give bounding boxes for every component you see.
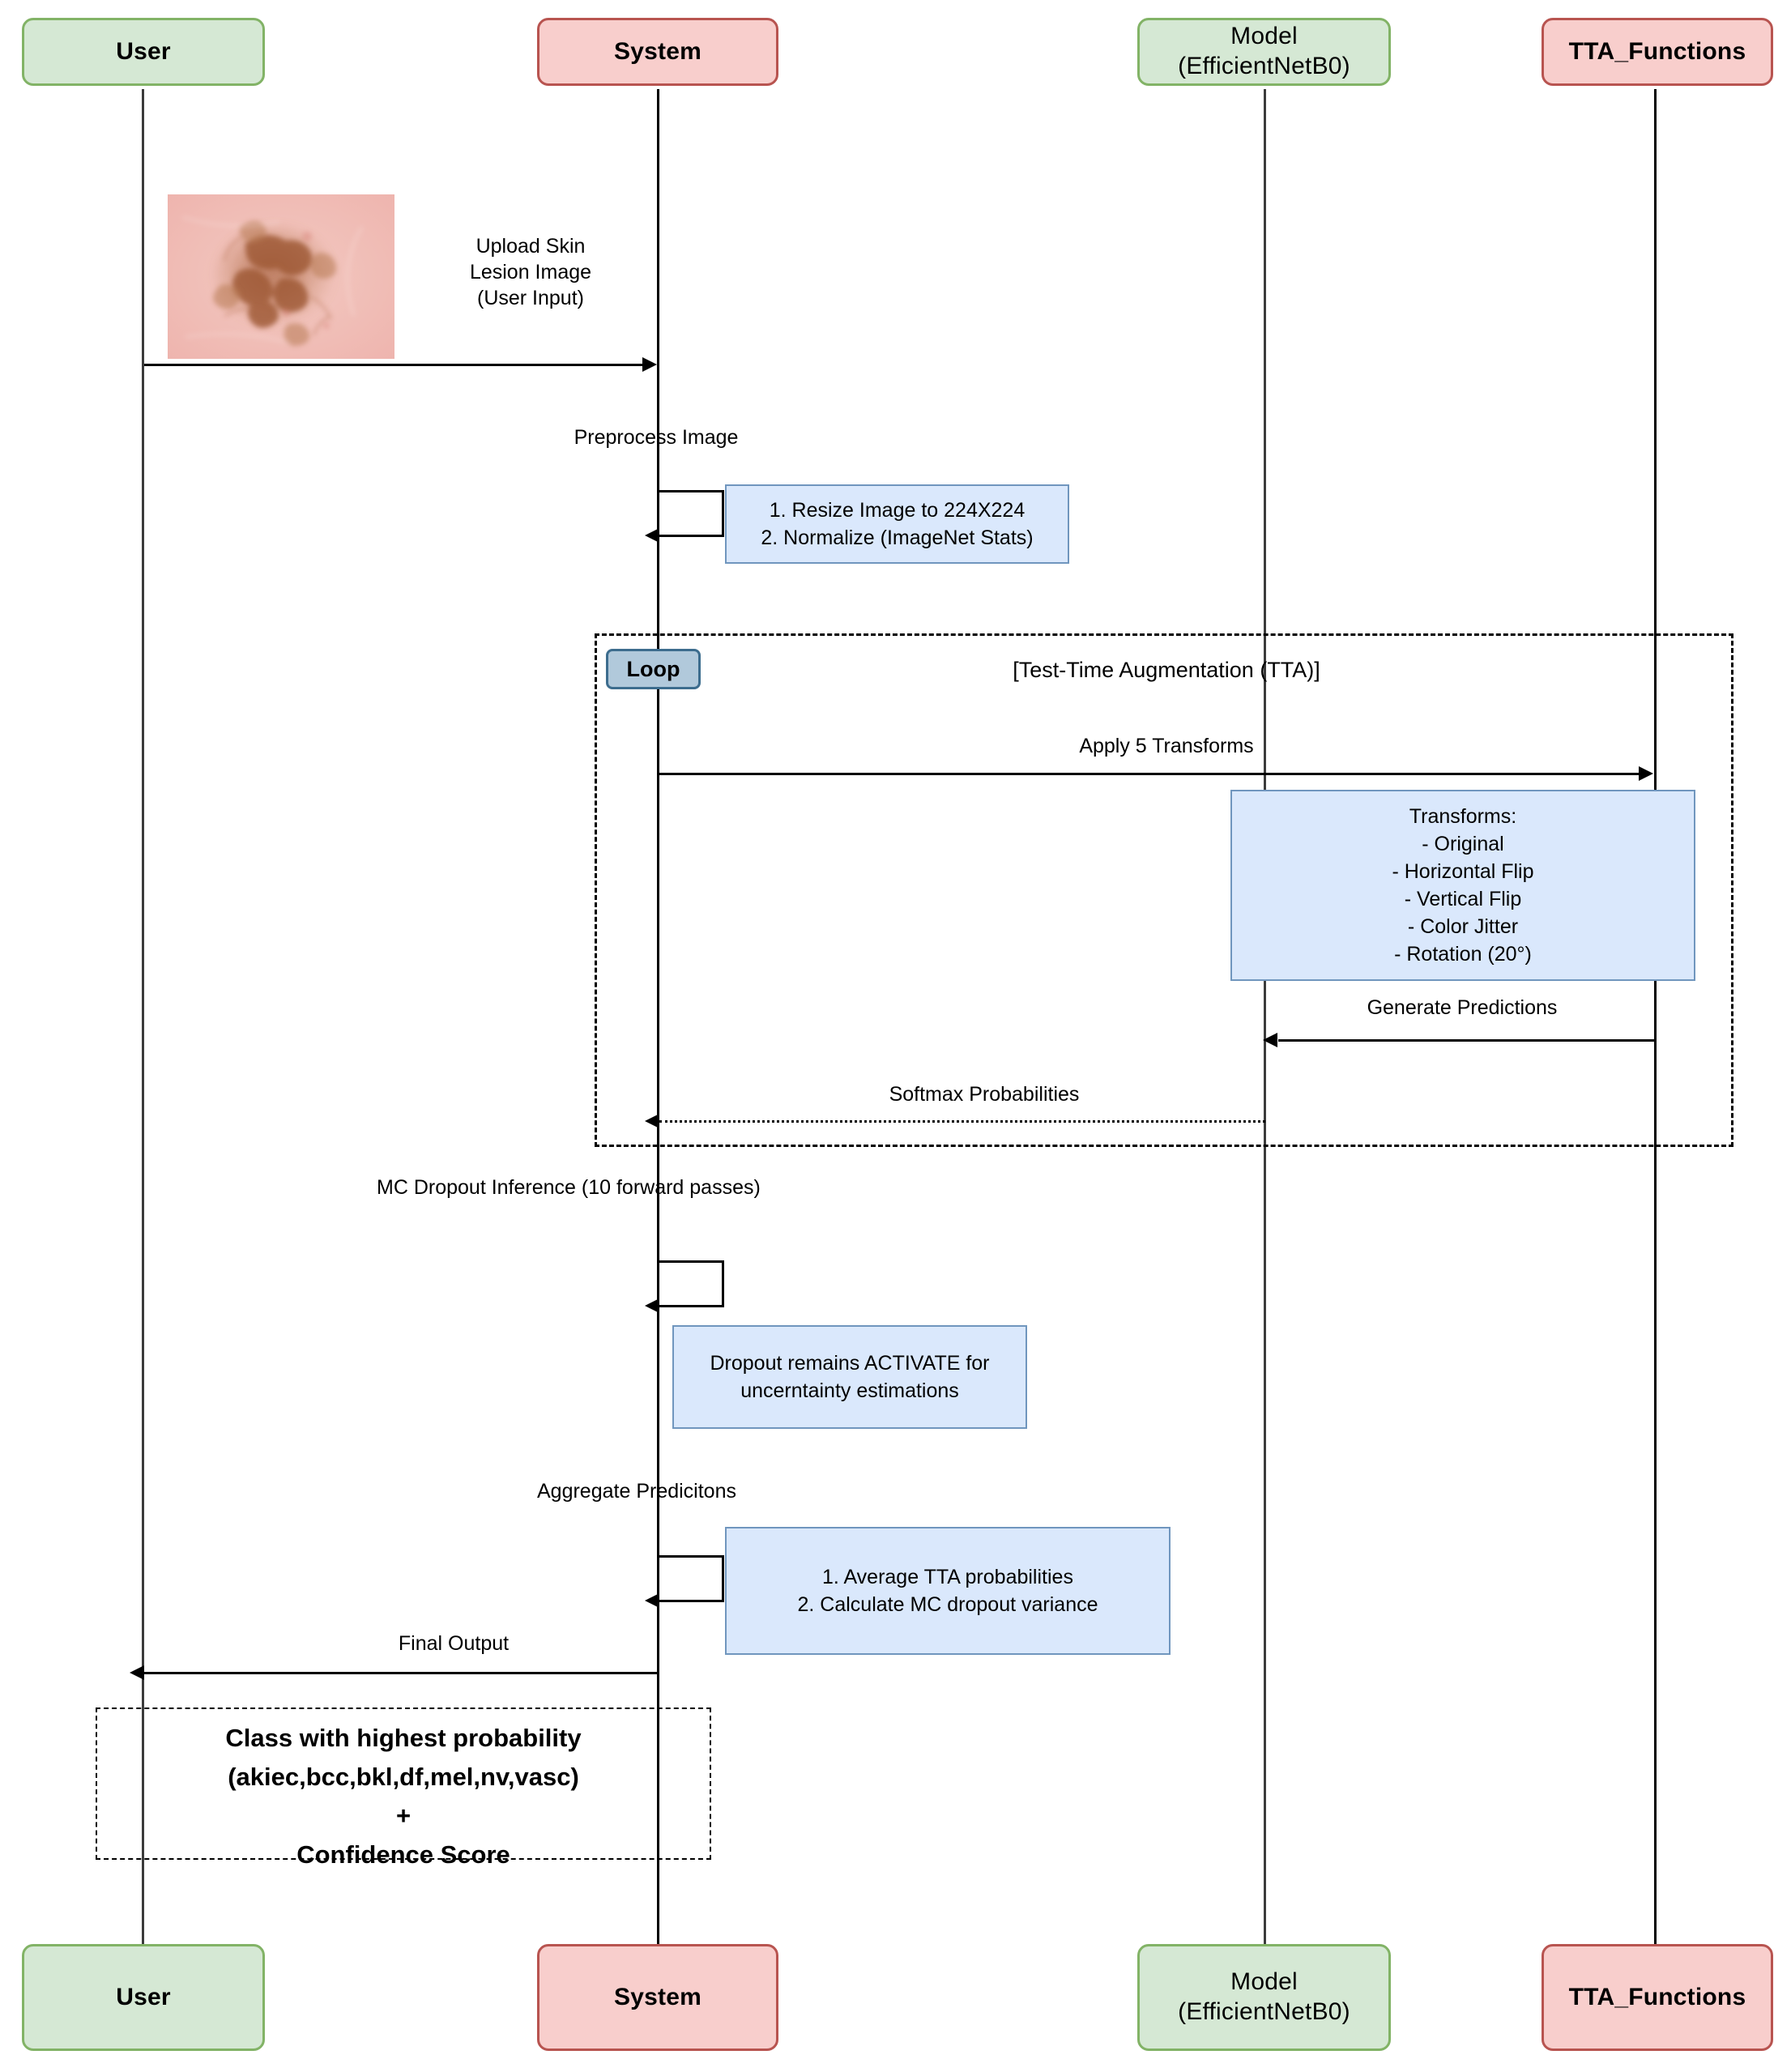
message-label-final-output: Final Output	[398, 1632, 510, 1655]
selfcall-aggregate	[657, 1555, 724, 1602]
message-label-aggregate: Aggregate Predicitons	[537, 1480, 736, 1503]
message-label-upload: Upload Skin Lesion Image (User Input)	[469, 235, 592, 309]
message-label-mc-dropout: MC Dropout Inference (10 forward passes)	[377, 1176, 761, 1199]
note-dropout-active: Dropout remains ACTIVATE for uncerntaint…	[672, 1325, 1027, 1429]
arrowhead-apply-transforms	[1639, 766, 1653, 781]
loop-fragment-guard: [Test-Time Augmentation (TTA)]	[1013, 658, 1320, 682]
outcome-note-frame	[96, 1707, 711, 1860]
loop-fragment-frame	[595, 633, 1733, 1147]
message-label-generate-predictions: Generate Predictions	[1367, 996, 1558, 1019]
message-arrow-final-output	[144, 1672, 659, 1674]
participant-system-footer[interactable]: System	[537, 1944, 778, 2051]
arrowhead-mc-dropout	[645, 1298, 659, 1313]
participant-model-header[interactable]: Model (EfficientNetB0)	[1137, 18, 1391, 86]
arrowhead-preprocess	[645, 528, 659, 543]
arrowhead-softmax	[645, 1114, 659, 1128]
participant-system-header[interactable]: System	[537, 18, 778, 86]
participant-user-header[interactable]: User	[22, 18, 265, 86]
lifeline-user-lower	[142, 1191, 144, 1944]
skin-lesion-thumbnail	[168, 194, 394, 359]
arrowhead-final-output	[130, 1665, 144, 1680]
participant-user-footer[interactable]: User	[22, 1944, 265, 2051]
message-arrow-generate-predictions	[1278, 1039, 1654, 1042]
lifeline-model	[1264, 89, 1266, 1944]
outcome-note-text: Class with highest probability (akiec,bc…	[225, 1724, 582, 1869]
arrowhead-aggregate	[645, 1593, 659, 1608]
loop-fragment-operator[interactable]: Loop	[606, 649, 701, 689]
participant-model-footer[interactable]: Model (EfficientNetB0)	[1137, 1944, 1391, 2051]
lifeline-user	[142, 89, 144, 1199]
selfcall-preprocess	[657, 490, 724, 537]
note-transform-list: Transforms: - Original - Horizontal Flip…	[1230, 790, 1695, 981]
message-arrow-apply-transforms	[659, 773, 1643, 775]
message-label-apply-transforms: Apply 5 Transforms	[1079, 735, 1254, 757]
arrowhead-upload	[642, 357, 657, 372]
participant-tta-footer[interactable]: TTA_Functions	[1542, 1944, 1773, 2051]
lifeline-system	[657, 89, 659, 1944]
note-aggregate-steps: 1. Average TTA probabilities 2. Calculat…	[725, 1527, 1171, 1655]
lifeline-tta	[1654, 89, 1657, 1944]
arrowhead-generate-predictions	[1263, 1033, 1277, 1047]
participant-tta-header[interactable]: TTA_Functions	[1542, 18, 1773, 86]
message-arrow-softmax	[659, 1120, 1265, 1123]
note-preprocess-steps: 1. Resize Image to 224X224 2. Normalize …	[725, 484, 1069, 564]
message-label-preprocess: Preprocess Image	[574, 426, 739, 449]
message-label-softmax: Softmax Probabilities	[889, 1083, 1080, 1106]
message-arrow-upload	[144, 364, 648, 366]
selfcall-mc-dropout	[657, 1260, 724, 1307]
